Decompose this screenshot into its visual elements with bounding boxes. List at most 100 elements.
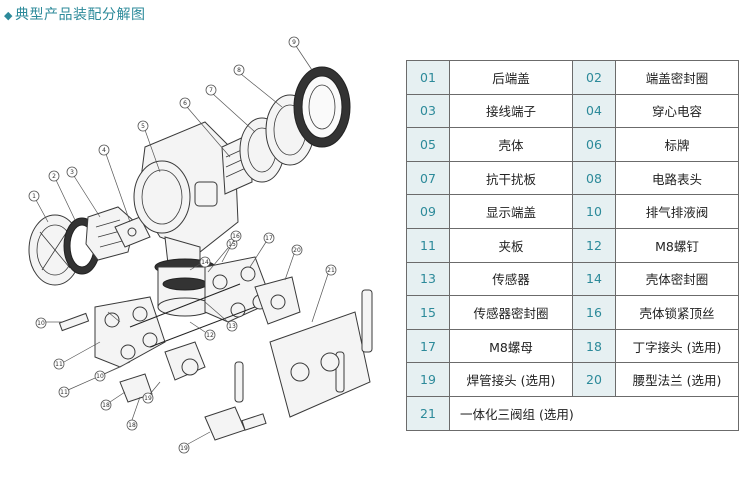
callout-8-label: 8 <box>237 67 241 74</box>
part-number: 14 <box>572 261 616 297</box>
table-row: 05 壳体 06 标牌 <box>406 127 739 162</box>
callout-11b <box>58 386 70 398</box>
callout-5-label: 5 <box>141 123 145 130</box>
part-name: 传感器 <box>449 261 573 297</box>
part-number: 07 <box>406 160 450 196</box>
vent-valve-part <box>58 312 90 332</box>
part-number: 04 <box>572 93 616 129</box>
callout-10b-label: 10 <box>96 373 104 380</box>
part-number: 19 <box>406 362 450 397</box>
part-number: 03 <box>406 93 450 129</box>
part-number: 06 <box>572 127 616 162</box>
callout-11-label: 11 <box>55 361 63 368</box>
callout-1-label: 1 <box>32 193 36 200</box>
weld-pipe-joint-part <box>204 406 267 441</box>
part-number: 20 <box>572 362 616 397</box>
exploded-assembly-diagram: 1 2 3 4 5 6 7 8 9 10 11 12 13 14 15 16 1… <box>28 36 373 454</box>
part-name: 排气排液阀 <box>615 194 739 229</box>
three-valve-manifold-part <box>234 289 373 418</box>
part-name: 焊管接头 (选用) <box>449 362 573 397</box>
callout-12-label: 12 <box>206 332 214 339</box>
part-name: 显示端盖 <box>449 194 573 229</box>
part-number: 21 <box>406 395 450 431</box>
callout-2-label: 2 <box>52 173 56 180</box>
callout-11b-label: 11 <box>60 389 68 396</box>
callout-10b <box>94 370 106 382</box>
part-number: 16 <box>572 295 616 330</box>
oval-flange-part <box>254 276 301 325</box>
terminal-block-part <box>85 206 136 261</box>
part-name: 壳体 <box>449 127 573 162</box>
callout-4 <box>98 144 110 156</box>
table-row: 13 传感器 14 壳体密封圈 <box>406 261 739 297</box>
callout-2 <box>48 170 60 182</box>
title-text: 典型产品装配分解图 <box>14 7 146 23</box>
part-number: 05 <box>406 127 450 162</box>
table-row: 03 接线端子 04 穿心电容 <box>406 93 739 129</box>
callout-19-label: 19 <box>180 445 188 452</box>
part-name: 接线端子 <box>449 93 573 129</box>
callout-8 <box>233 64 245 76</box>
clamp-plate-right-part <box>204 256 273 323</box>
part-number: 08 <box>572 160 616 196</box>
callout-19b-label: 19 <box>144 395 152 402</box>
part-name: 一体化三阀组 (选用) <box>449 395 739 431</box>
part-name: 后端盖 <box>449 60 573 95</box>
part-name: 穿心电容 <box>615 93 739 129</box>
table-row: 01 后端盖 02 端盖密封圈 <box>406 60 739 95</box>
callout-10 <box>35 317 47 329</box>
part-number: 02 <box>572 60 616 95</box>
callout-18b <box>100 399 112 411</box>
callout-3-label: 3 <box>70 169 74 176</box>
part-name: 腰型法兰 (选用) <box>615 362 739 397</box>
callout-1 <box>28 190 40 202</box>
callout-18-label: 18 <box>128 422 136 429</box>
table-row: 11 夹板 12 M8螺钉 <box>406 227 739 263</box>
callout-19 <box>178 442 190 454</box>
table-row: 21 一体化三阀组 (选用) <box>406 395 739 431</box>
part-number: 10 <box>572 194 616 229</box>
callout-18 <box>126 419 138 431</box>
part-number: 01 <box>406 60 450 95</box>
part-name: 丁字接头 (选用) <box>615 328 739 364</box>
callouts: 1 2 3 4 5 6 7 8 9 10 11 12 13 14 15 16 1… <box>28 36 337 454</box>
callout-14-label: 14 <box>201 259 209 266</box>
callout-17-label: 17 <box>265 235 273 242</box>
part-name: 壳体锁紧顶丝 <box>615 295 739 330</box>
callout-10-label: 10 <box>37 320 45 327</box>
callout-13-label: 13 <box>228 323 236 330</box>
table-row: 17 M8螺母 18 丁字接头 (选用) <box>406 328 739 364</box>
part-name: 抗干扰板 <box>449 160 573 196</box>
title-bullet-icon: ◆ <box>4 9 13 22</box>
part-name: 传感器密封圈 <box>449 295 573 330</box>
callout-6-label: 6 <box>183 100 187 107</box>
page-title: ◆典型产品装配分解图 <box>4 4 145 24</box>
callout-11 <box>53 358 65 370</box>
part-name: M8螺钉 <box>615 227 739 263</box>
part-name: 端盖密封圈 <box>615 60 739 95</box>
callout-20-label: 20 <box>293 247 301 254</box>
callout-3 <box>66 166 78 178</box>
callout-7-label: 7 <box>209 87 213 94</box>
callout-14 <box>199 256 211 268</box>
callout-18b-label: 18 <box>102 402 110 409</box>
callout-19b <box>142 392 154 404</box>
part-number: 12 <box>572 227 616 263</box>
housing-part <box>133 121 239 273</box>
callout-12 <box>204 329 216 341</box>
callout-5 <box>137 120 149 132</box>
part-name: 电路表头 <box>615 160 739 196</box>
callout-21-label: 21 <box>327 267 335 274</box>
clamp-plate-left-part <box>94 296 166 368</box>
callout-20 <box>291 244 303 256</box>
display-cover-part <box>293 66 351 148</box>
part-name: M8螺母 <box>449 328 573 364</box>
part-name: 标牌 <box>615 127 739 162</box>
callout-15-label: 15 <box>228 241 236 248</box>
feedthrough-capacitor-part <box>114 216 151 248</box>
callout-7 <box>205 84 217 96</box>
table-row: 07 抗干扰板 08 电路表头 <box>406 160 739 196</box>
part-number: 15 <box>406 295 450 330</box>
callout-6 <box>179 97 191 109</box>
callout-17 <box>263 232 275 244</box>
